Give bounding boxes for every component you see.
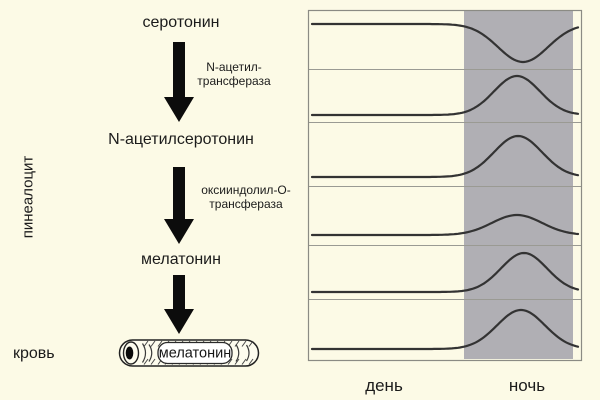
node-serotonin: серотонин — [142, 14, 220, 31]
vessel-label-capsule — [157, 341, 233, 365]
hatch-mark — [248, 358, 254, 365]
hatch-mark — [241, 358, 247, 365]
blood-label: кровь — [13, 345, 55, 362]
down-arrow-icon — [164, 167, 194, 244]
chart-frame — [307, 9, 583, 362]
hatch-mark — [227, 358, 233, 365]
trace-row-3 — [310, 134, 580, 179]
enzyme-line-1: N-ацетил- — [206, 60, 262, 74]
hatch-mark — [234, 340, 240, 347]
node-melatonin: мелатонин — [141, 251, 221, 268]
hatch-mark — [248, 340, 254, 347]
pinealocyte-side-label: пинеалоцит — [19, 155, 37, 239]
enzyme-label-oxyindole-o-transferase: оксииндолил-О- трансфераза — [201, 183, 291, 211]
vessel-ring-arc — [141, 343, 147, 363]
hatch-mark — [143, 358, 149, 365]
day-axis-label: день — [365, 376, 403, 395]
enzyme-line-2: трансфераза — [209, 196, 283, 211]
trace-row-5 — [310, 251, 580, 294]
enzyme-line-2: трансфераза — [197, 73, 271, 88]
trace-row-6 — [310, 308, 580, 351]
down-arrow-icon — [164, 275, 194, 334]
vessel-melatonin-label: мелатонин — [159, 346, 231, 362]
trace-row-2 — [310, 74, 580, 117]
night-axis-label: ночь — [508, 376, 546, 395]
hatch-mark — [157, 340, 163, 347]
night-shading — [464, 11, 573, 359]
vessel-ring-arc — [245, 344, 250, 362]
node-n-acetylserotonin: N-ацетилсеротонин — [108, 131, 254, 148]
vessel-ring-arc — [148, 344, 153, 362]
trace-row-4 — [310, 213, 580, 237]
hatch-mark — [150, 358, 156, 365]
enzyme-line-1: оксииндолил-О- — [201, 183, 291, 197]
hatch-mark — [234, 358, 240, 365]
hatch-mark — [150, 340, 156, 347]
enzyme-label-n-acetyltransferase: N-ацетил- трансфераза — [197, 60, 271, 88]
day-night-rhythm-chart — [307, 9, 583, 362]
vessel-lumen-dot — [125, 346, 134, 360]
blood-vessel: мелатонин — [118, 339, 260, 367]
down-arrow-icon — [164, 42, 194, 122]
hatch-mark — [241, 340, 247, 347]
vessel-ring-arc — [235, 344, 240, 362]
trace-row-1 — [310, 22, 580, 64]
hatch-mark — [143, 340, 149, 347]
